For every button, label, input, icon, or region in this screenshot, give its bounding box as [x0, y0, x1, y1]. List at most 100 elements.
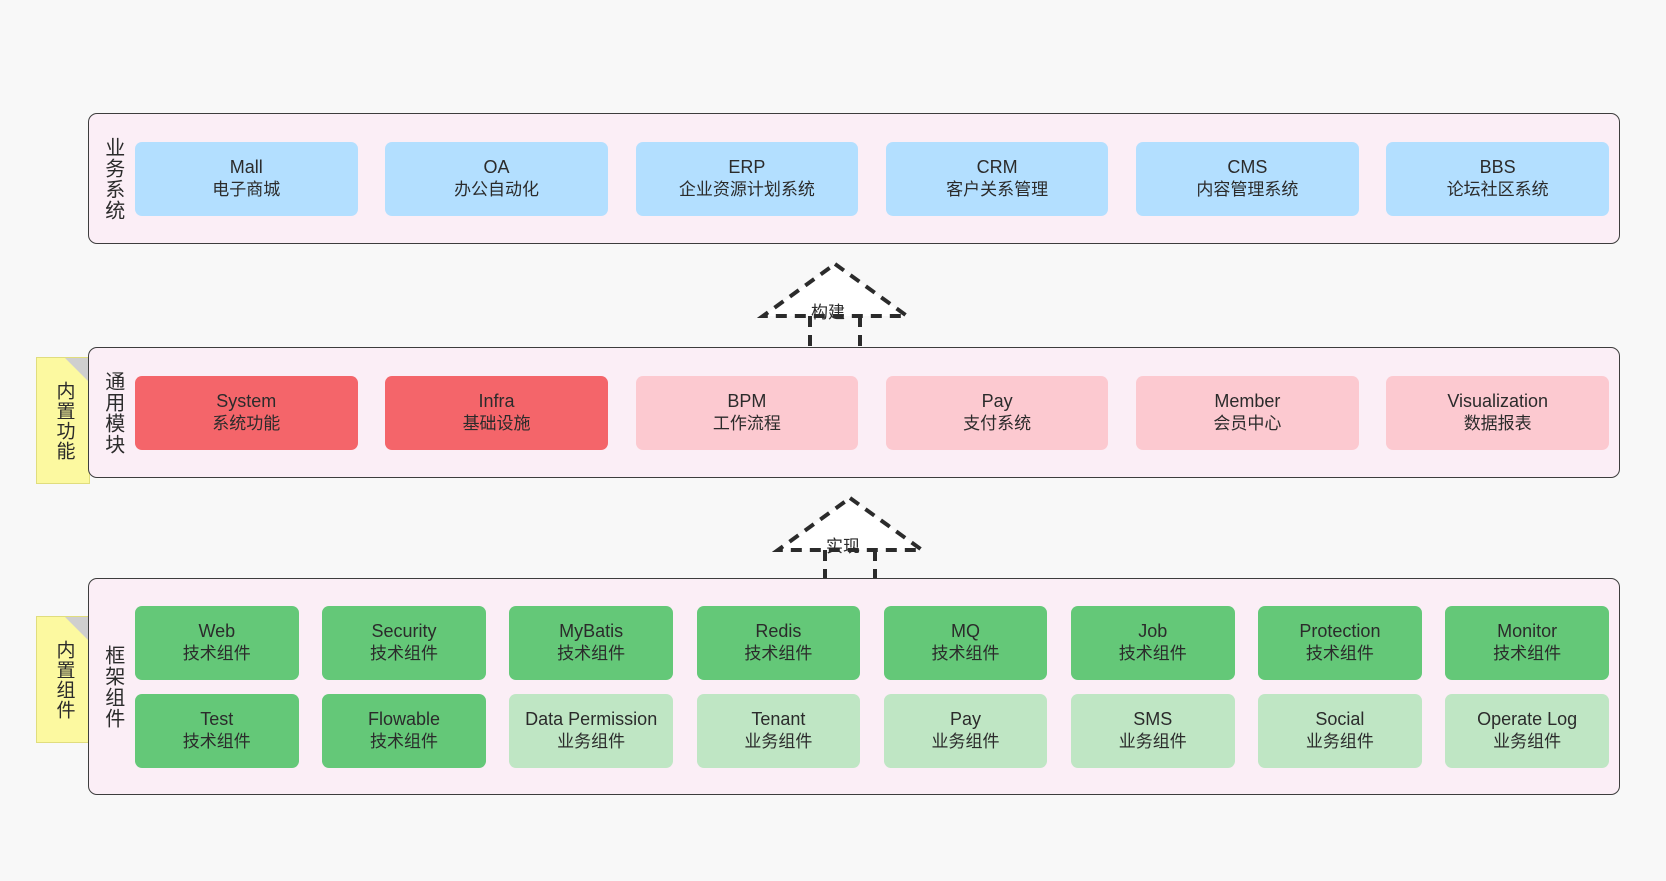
card-title-en: BBS: [1479, 157, 1516, 178]
card-title-en: BPM: [727, 391, 767, 412]
layer-title-common-module: 通用模块: [101, 370, 124, 455]
card-title-en: Operate Log: [1477, 709, 1578, 730]
card-title-cn: 技术组件: [1493, 644, 1562, 664]
card-title-cn: 技术组件: [369, 732, 438, 752]
card-title-cn: 业务组件: [1493, 732, 1562, 752]
card-title-en: Mall: [229, 157, 263, 178]
note-fold-corner-icon: [65, 358, 89, 382]
card-title-cn: 系统功能: [212, 414, 281, 434]
layer-title-business-system: 业务系统: [101, 136, 124, 221]
card-title-en: Test: [200, 709, 234, 730]
card-title-cn: 办公自动化: [454, 180, 540, 200]
card-title-en: CRM: [976, 157, 1018, 178]
card-title-cn: 业务组件: [1305, 732, 1374, 752]
sticky-note-builtin-component-label: 内置组件: [53, 639, 75, 720]
card-title-cn: 技术组件: [1305, 644, 1374, 664]
card-title-cn: 业务组件: [931, 732, 1000, 752]
note-fold-corner-icon: [65, 617, 89, 641]
card-title-cn: 电子商城: [212, 180, 281, 200]
card-title-en: Data Permission: [525, 709, 658, 730]
card-title-cn: 业务组件: [557, 732, 626, 752]
card-title-cn: 数据报表: [1463, 414, 1532, 434]
card-title-cn: 业务组件: [1118, 732, 1187, 752]
card-title-cn: 工作流程: [712, 414, 781, 434]
sticky-note-builtin-feature: 内置功能: [36, 357, 90, 484]
card-title-cn: 论坛社区系统: [1446, 180, 1549, 200]
card-title-en: Member: [1214, 391, 1281, 412]
card-title-en: Monitor: [1497, 621, 1558, 642]
card-title-en: CMS: [1227, 157, 1268, 178]
connector-build: 构建: [755, 258, 915, 352]
card-title-en: Pay: [950, 709, 982, 730]
card-title-en: System: [216, 391, 277, 412]
card-title-cn: 会员中心: [1213, 414, 1282, 434]
card-title-cn: 支付系统: [963, 414, 1032, 434]
card-title-cn: 企业资源计划系统: [678, 180, 815, 200]
connector-implement: 实现: [770, 492, 930, 586]
card-title-en: Infra: [478, 391, 515, 412]
card-title-en: MQ: [951, 621, 981, 642]
card-title-cn: 技术组件: [744, 644, 813, 664]
card-title-en: Redis: [755, 621, 802, 642]
card-title-cn: 内容管理系统: [1196, 180, 1299, 200]
card-title-cn: 客户关系管理: [946, 180, 1049, 200]
card-title-cn: 技术组件: [931, 644, 1000, 664]
card-title-en: Web: [198, 621, 236, 642]
card-title-en: Visualization: [1447, 391, 1549, 412]
card-title-cn: 技术组件: [182, 732, 251, 752]
connector-implement-label: 实现: [826, 537, 860, 556]
card-title-en: Protection: [1299, 621, 1381, 642]
sticky-note-builtin-feature-label: 内置功能: [53, 380, 75, 461]
card-title-cn: 业务组件: [744, 732, 813, 752]
card-title-cn: 技术组件: [557, 644, 626, 664]
card-title-cn: 技术组件: [182, 644, 251, 664]
card-title-en: SMS: [1133, 709, 1173, 730]
card-title-en: ERP: [728, 157, 766, 178]
connector-build-label: 构建: [811, 303, 845, 322]
card-title-cn: 技术组件: [1118, 644, 1187, 664]
card-title-cn: 技术组件: [369, 644, 438, 664]
card-title-en: Social: [1315, 709, 1365, 730]
card-title-en: Security: [371, 621, 437, 642]
card-title-en: MyBatis: [559, 621, 624, 642]
